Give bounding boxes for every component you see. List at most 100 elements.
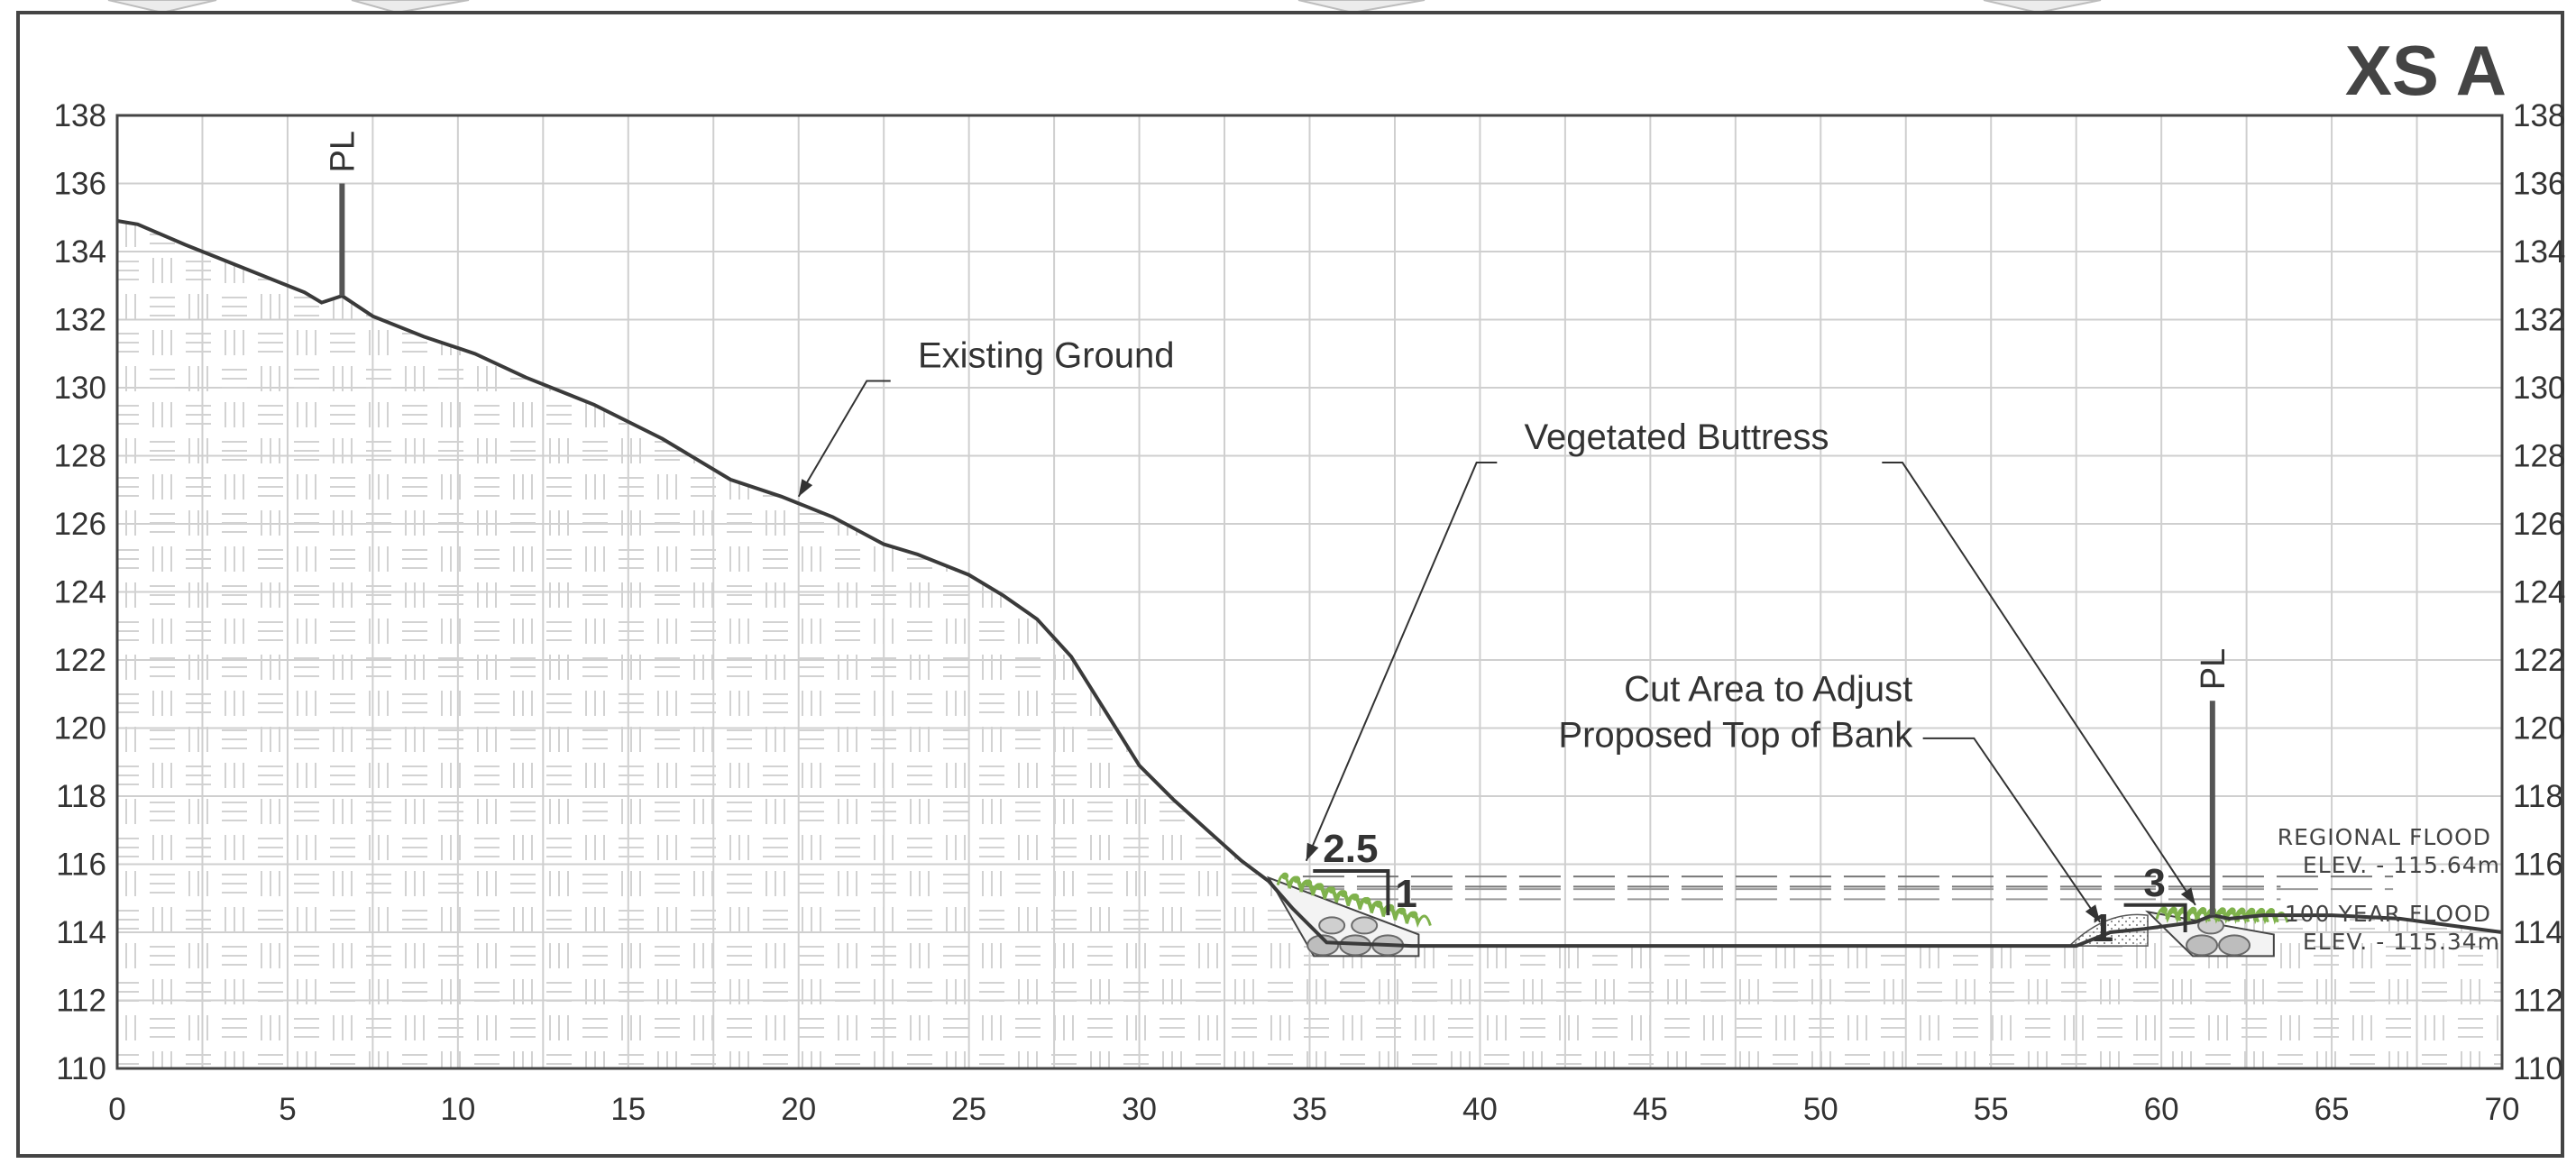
slope-triangle [2123,903,2187,932]
existing-ground-callout: Existing Ground [918,335,1175,375]
x-tick-label: 20 [781,1092,816,1127]
x-tick-label: 50 [1803,1092,1838,1127]
x-tick-label: 5 [279,1092,296,1127]
y-tick-label-right: 116 [2513,848,2563,883]
leader-line [1305,462,1498,862]
x-tick-label: 40 [1462,1092,1498,1127]
slope-rise-left: 1 [1395,872,1416,916]
cut-area-hatch [2067,913,2149,947]
y-axis-left-ticks: 1101121141161181201221241261281301321341… [54,98,106,1086]
leader-arrow-icon [2180,887,2196,905]
vegetation-symbol-icon [2228,907,2236,915]
x-tick-label: 10 [440,1092,475,1127]
y-tick-label-right: 110 [2513,1051,2563,1086]
y-tick-label-right: 134 [2513,234,2565,270]
slope-rise-right: 1 [2092,906,2113,950]
annotation-leaders [797,380,2196,923]
vegetation-symbol-icon [1316,883,1325,891]
y-tick-label-left: 130 [54,371,106,406]
slope-run-left: 2.5 [1323,827,1378,871]
property-line-label-right: PL [2195,648,2232,690]
vegetation-symbol-icon [1305,879,1313,887]
y-tick-label-right: 126 [2513,507,2565,542]
y-tick-label-left: 116 [56,848,106,883]
y-tick-label-right: 112 [2513,984,2563,1019]
y-tick-label-left: 134 [54,234,106,270]
y-tick-label-left: 128 [54,439,106,474]
leader-line [797,380,891,498]
leader-line [1922,737,2101,923]
y-tick-label-right: 130 [2513,371,2565,406]
y-tick-label-left: 136 [54,167,106,202]
plot-border [115,114,2504,1070]
riprap-stone-icon [2186,934,2219,957]
slope-ratio-markers [1313,869,2187,932]
vegetation-symbol-icon [1375,900,1383,908]
y-tick-label-left: 114 [56,915,106,950]
y-tick-label-left: 110 [56,1051,106,1086]
section-title: XS A [2345,31,2507,110]
x-tick-label: 0 [108,1092,125,1127]
y-tick-label-left: 126 [54,507,106,542]
y-tick-label-right: 118 [2513,779,2563,814]
y-tick-label-right: 124 [2513,575,2565,610]
y-tick-label-left: 138 [54,98,106,133]
y-tick-label-right: 132 [2513,303,2565,338]
vegetation-symbol-icon [1398,907,1407,915]
vegetation-symbol-icon [2160,906,2168,914]
slope-triangle [1313,869,1390,916]
x-tick-label: 25 [951,1092,986,1127]
vegetation-symbol-icon [2238,907,2246,915]
property-line-label-left: PL [324,131,362,172]
vegetation-symbol-icon [1293,875,1301,884]
x-tick-label: 55 [1974,1092,2009,1127]
100-year-flood-label: 100 YEAR FLOOD ELEV. - 115.34m [2285,901,2500,955]
leader-arrow-icon [2085,904,2101,922]
regional-flood-label-line2: ELEV. - 115.64m [2303,852,2500,878]
sheet-frame [16,11,2564,1158]
x-tick-label: 15 [610,1092,646,1127]
y-tick-label-right: 122 [2513,643,2565,678]
y-tick-label-left: 122 [54,643,106,678]
x-tick-label: 30 [1122,1092,1157,1127]
vegetation-symbol-icon [1328,886,1336,894]
y-tick-label-right: 138 [2513,98,2565,133]
vegetation-symbol-icon [2258,907,2266,915]
riprap-stone-icon [1306,934,1340,957]
y-tick-label-left: 112 [56,984,106,1019]
vegetation-symbol-icon [1281,872,1289,880]
regional-flood-label: REGIONAL FLOOD ELEV. - 115.64m [2278,824,2500,878]
leader-arrow-icon [798,479,813,497]
existing-ground-line [116,219,2503,949]
x-tick-label: 70 [2485,1092,2520,1127]
vegetation-symbol-icon [1410,911,1418,919]
vegetation-symbol-icon [1363,896,1371,904]
x-tick-label: 65 [2315,1092,2350,1127]
vegetated-buttress-callout: Vegetated Buttress [1525,417,1829,457]
y-tick-label-left: 120 [54,711,106,747]
leader-arrow-icon [1306,842,1319,861]
cut-area-callout-line1: Cut Area to Adjust [1624,669,1912,709]
vegetation-symbol-icon [2248,907,2256,915]
y-tick-label-right: 114 [2513,915,2563,950]
riprap-stone-icon [2218,934,2251,957]
y-tick-label-right: 128 [2513,439,2565,474]
vegetation-symbol-icon [2169,906,2177,914]
cut-area-callout-line2: Proposed Top of Bank [1558,715,1913,755]
100-year-flood-label-line2: ELEV. - 115.34m [2303,929,2500,955]
y-axis-right-ticks: 110 112 114 116 118 120 122 124 126 128 130 132 134 1… [2513,98,2565,1086]
x-tick-label: 60 [2144,1092,2179,1127]
existing-ground-hatch [117,221,2502,1068]
vegetation-symbol-icon [1352,894,1360,902]
y-tick-label-left: 118 [56,779,106,814]
x-tick-label: 45 [1633,1092,1668,1127]
slope-run-right: 3 [2143,861,2165,905]
vegetated-buttresses [1266,872,2289,958]
vegetation-symbol-icon [2199,906,2207,914]
y-tick-label-right: 120 [2513,711,2565,747]
regional-flood-label-line1: REGIONAL FLOOD [2278,824,2491,850]
vegetation-symbol-icon [2189,906,2197,914]
